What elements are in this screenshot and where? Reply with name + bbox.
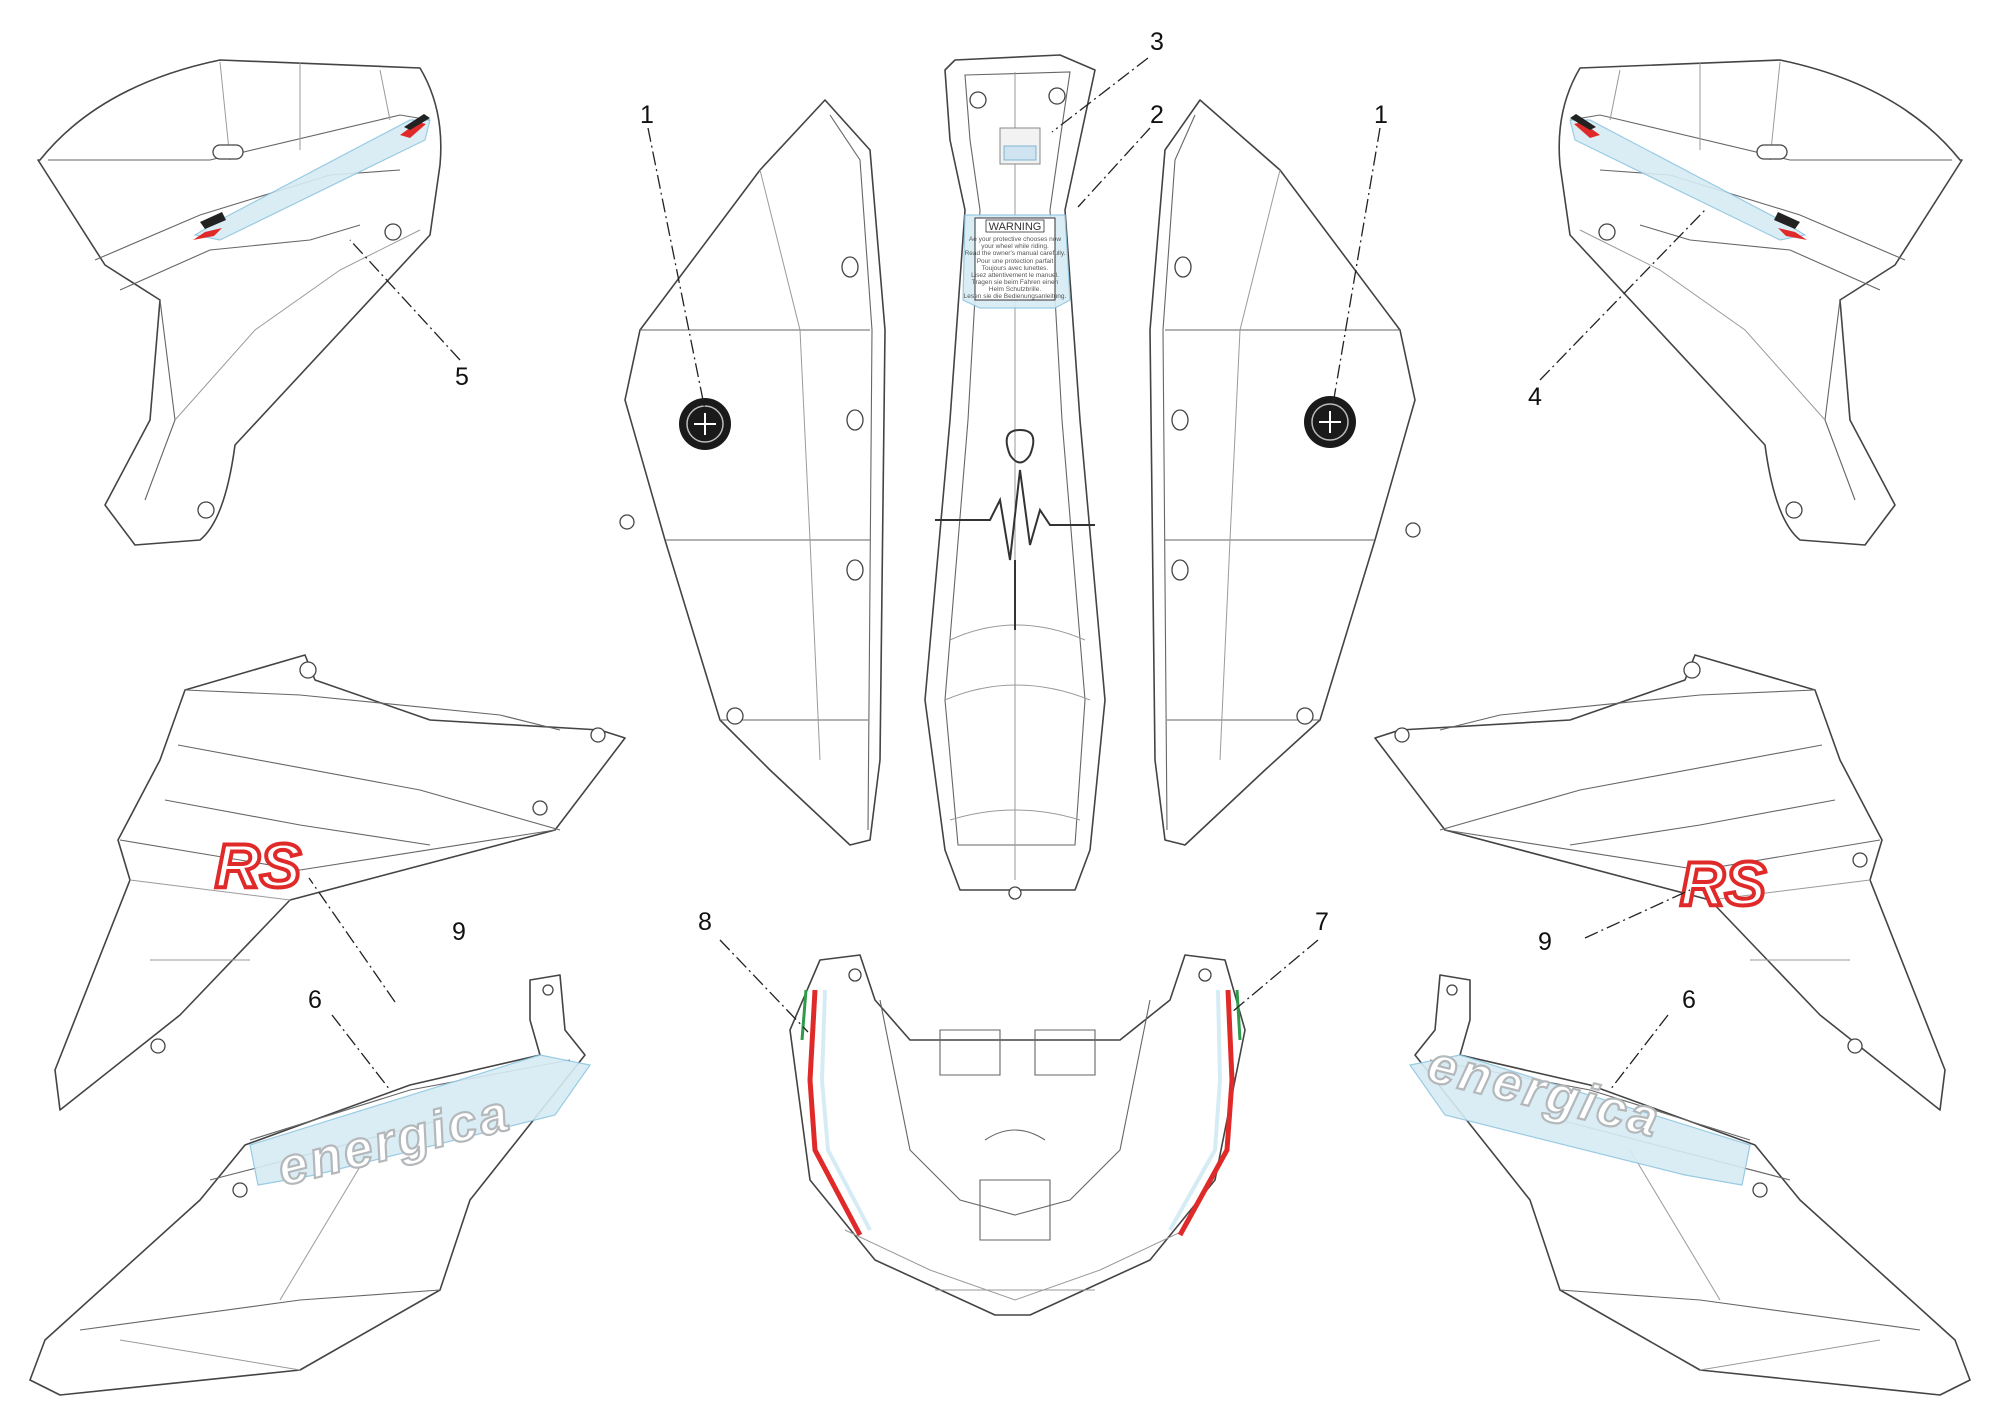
callout-3: 3 <box>1150 28 1164 56</box>
right-lower-fairing-rs: RS <box>1374 654 1946 1111</box>
warning-line: Ae your protective chooses now <box>969 236 1061 243</box>
callout-6-right: 6 <box>1682 986 1696 1014</box>
rs-decal-left: RS <box>215 832 301 901</box>
callout-1-left: 1 <box>640 101 654 129</box>
center-tank-cover: WARNING Ae your protective chooses now y… <box>924 54 1106 900</box>
callout-6-left: 6 <box>308 986 322 1014</box>
tricolor-stripe-right <box>1177 989 1235 1237</box>
tricolor-stripe-left <box>807 989 863 1237</box>
callout-4: 4 <box>1528 383 1542 411</box>
heartbeat-logo <box>935 469 1095 561</box>
callout-labels: 1 1 2 3 4 5 6 6 7 8 9 9 <box>308 28 1696 1014</box>
front-fairing-tail <box>789 954 1246 1316</box>
leader-lines <box>308 57 1706 1091</box>
callout-2: 2 <box>1150 101 1164 129</box>
callout-8: 8 <box>698 908 712 936</box>
warning-title: WARNING <box>989 221 1042 233</box>
top-right-side-fairing <box>1558 59 1963 546</box>
warning-line: Tragen sie beim Fahren einen <box>972 279 1059 286</box>
warning-line: Lesen sie die Bedienungsanleitung. <box>964 293 1067 300</box>
warning-line: Lisez attentivement le manuel. <box>971 272 1059 279</box>
top-left-side-fairing <box>37 59 442 546</box>
callout-9-left: 9 <box>452 918 466 946</box>
warning-line: your wheel while riding. <box>981 243 1049 250</box>
callout-9-right: 9 <box>1538 928 1552 956</box>
callout-7: 7 <box>1315 908 1329 936</box>
warning-line: Helm Schutzbrille. <box>989 286 1042 293</box>
callout-1-right: 1 <box>1374 101 1388 129</box>
callout-5: 5 <box>455 363 469 391</box>
warning-line: Toujours avec lunettes. <box>982 265 1049 272</box>
right-tank-side-panel <box>1149 99 1421 846</box>
left-tank-side-panel <box>619 99 886 846</box>
rs-decal-right: RS <box>1680 850 1766 919</box>
warning-line: Pour une protection parfait <box>977 258 1054 265</box>
left-lower-fairing-rs: RS <box>54 654 626 1111</box>
warning-line: Read the owner's manual carefully. <box>965 250 1066 257</box>
